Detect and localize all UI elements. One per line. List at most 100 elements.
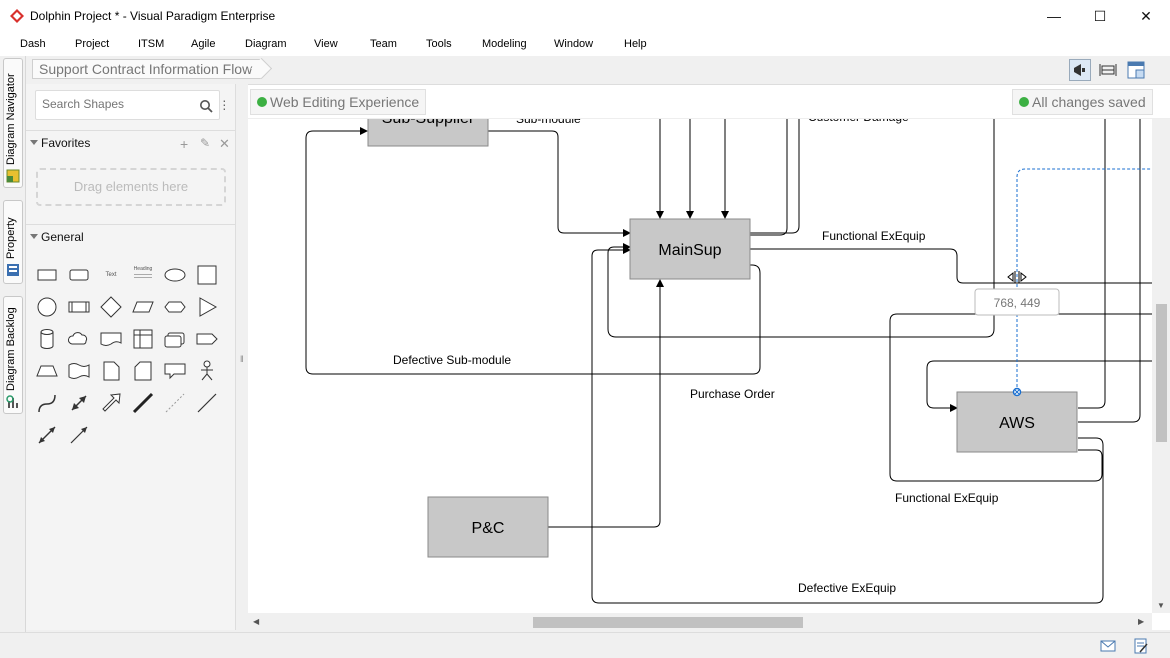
add-favorite-icon[interactable]: + xyxy=(180,136,189,152)
label-purchase-order: Purchase Order xyxy=(690,387,775,401)
rectangle-shape-icon[interactable] xyxy=(34,262,60,288)
chevron-shape-icon[interactable] xyxy=(194,326,220,352)
menu-agile[interactable]: Agile xyxy=(191,38,216,50)
menu-team[interactable]: Team xyxy=(370,38,397,50)
card-shape-icon[interactable] xyxy=(130,358,156,384)
connector-defective-exequip[interactable] xyxy=(591,246,1104,604)
diagram-drawing[interactable]: Sub-Supplier MainSup AWS P&C Sub-module … xyxy=(248,85,1152,613)
table-shape-icon[interactable] xyxy=(130,326,156,352)
menu-project[interactable]: Project xyxy=(75,38,110,50)
vertical-scroll-thumb[interactable] xyxy=(1156,304,1167,442)
ellipse-shape-icon[interactable] xyxy=(162,262,188,288)
connector-aws-up-1[interactable] xyxy=(1078,101,1106,409)
minimize-button[interactable]: — xyxy=(1034,4,1074,28)
menu-window[interactable]: Window xyxy=(554,38,594,50)
text-shape-icon[interactable]: Text xyxy=(98,262,124,288)
curve-connector-icon[interactable] xyxy=(34,390,60,416)
heading-shape-icon[interactable]: Heading xyxy=(130,262,156,288)
side-tab-strip: Diagram Navigator Property Diagram Backl… xyxy=(0,56,26,632)
connector-into-aws[interactable] xyxy=(926,360,1152,412)
panel-splitter[interactable]: ‖ xyxy=(236,84,248,630)
layout-button[interactable] xyxy=(1125,59,1147,81)
diagram-canvas[interactable]: Sub-Supplier MainSup AWS P&C Sub-module … xyxy=(248,84,1170,631)
label-functional-top: Functional ExEquip xyxy=(822,229,926,243)
note-edit-icon[interactable] xyxy=(1133,638,1149,654)
connector-up-2[interactable] xyxy=(750,101,800,234)
horizontal-scrollbar[interactable]: ◀ ▶ xyxy=(248,613,1152,631)
connector-defective-sub-module[interactable] xyxy=(305,127,761,375)
selected-connector-dashed[interactable] xyxy=(1016,168,1152,392)
connector-functional-top[interactable] xyxy=(750,248,1152,284)
menu-itsm[interactable]: ITSM xyxy=(138,38,165,50)
breadcrumb[interactable]: Support Contract Information Flow xyxy=(32,59,262,79)
node-mainsup[interactable] xyxy=(629,218,751,280)
menu-modeling[interactable]: Modeling xyxy=(482,38,527,50)
edit-pencil-icon[interactable]: ✎ xyxy=(200,136,211,150)
tab-diagram-backlog[interactable]: Diagram Backlog xyxy=(3,296,23,414)
property-icon xyxy=(7,264,19,276)
multi-document-shape-icon[interactable] xyxy=(162,326,188,352)
bidirectional-arrow-icon[interactable] xyxy=(34,422,60,448)
arrow-line-icon[interactable] xyxy=(66,422,92,448)
maximize-button[interactable]: ☐ xyxy=(1080,4,1120,28)
cylinder-shape-icon[interactable] xyxy=(34,326,60,352)
connector-functional-bottom[interactable] xyxy=(889,313,1152,482)
hexagon-shape-icon[interactable] xyxy=(162,294,188,320)
wave-shape-icon[interactable] xyxy=(66,358,92,384)
note-shape-icon[interactable] xyxy=(98,358,124,384)
menu-tools[interactable]: Tools xyxy=(426,38,452,50)
connector-up-1[interactable] xyxy=(750,101,788,236)
favorites-header[interactable]: Favorites xyxy=(26,130,236,154)
tab-diagram-navigator[interactable]: Diagram Navigator xyxy=(3,58,23,188)
minimize-icon: — xyxy=(1047,8,1061,24)
menu-help[interactable]: Help xyxy=(624,38,647,50)
favorites-drop-zone[interactable]: Drag elements here xyxy=(36,168,226,206)
parallelogram-shape-icon[interactable] xyxy=(130,294,156,320)
connector-return-loop[interactable] xyxy=(607,101,995,338)
close-button[interactable]: ✕ xyxy=(1126,4,1166,28)
menu-diagram[interactable]: Diagram xyxy=(245,38,287,50)
horizontal-scroll-thumb[interactable] xyxy=(533,617,803,628)
cloud-shape-icon[interactable] xyxy=(66,326,92,352)
close-icon: ✕ xyxy=(1140,7,1152,24)
node-aws[interactable] xyxy=(956,391,1078,453)
search-shapes-input[interactable] xyxy=(42,97,192,111)
menu-view[interactable]: View xyxy=(314,38,338,50)
line-icon[interactable] xyxy=(194,390,220,416)
drag-hint-text: Drag elements here xyxy=(73,179,189,194)
announcement-button[interactable] xyxy=(1069,59,1091,81)
document-shape-icon[interactable] xyxy=(98,326,124,352)
web-editing-badge[interactable]: Web Editing Experience xyxy=(250,89,427,115)
actor-shape-icon[interactable] xyxy=(194,358,220,384)
menu-bar: Dash Project ITSM Agile Diagram View Tea… xyxy=(0,32,1170,56)
square-shape-icon[interactable] xyxy=(194,262,220,288)
thick-line-icon[interactable] xyxy=(130,390,156,416)
search-icon[interactable] xyxy=(199,99,213,113)
block-arrow-icon[interactable] xyxy=(98,390,124,416)
search-shapes-box xyxy=(35,90,220,120)
dashed-line-icon[interactable] xyxy=(162,390,188,416)
process-shape-icon[interactable] xyxy=(66,294,92,320)
node-pc[interactable] xyxy=(427,496,549,558)
callout-shape-icon[interactable] xyxy=(162,358,188,384)
menu-dash[interactable]: Dash xyxy=(20,38,46,50)
connector-aws-up-2[interactable] xyxy=(1078,101,1141,423)
scroll-left-icon[interactable]: ◀ xyxy=(253,617,260,626)
double-arrow-icon[interactable] xyxy=(66,390,92,416)
connector-sub-module[interactable] xyxy=(488,130,631,237)
tab-property[interactable]: Property xyxy=(3,200,23,284)
scroll-down-icon[interactable]: ▼ xyxy=(1157,601,1165,610)
fit-to-window-button[interactable] xyxy=(1097,59,1119,81)
circle-shape-icon[interactable] xyxy=(34,294,60,320)
diamond-shape-icon[interactable] xyxy=(98,294,124,320)
trapezoid-shape-icon[interactable] xyxy=(34,358,60,384)
connector-purchase-order[interactable] xyxy=(548,279,664,528)
rounded-rectangle-shape-icon[interactable] xyxy=(66,262,92,288)
mail-icon[interactable] xyxy=(1100,638,1116,654)
general-header[interactable]: General xyxy=(26,224,236,248)
triangle-shape-icon[interactable] xyxy=(194,294,220,320)
remove-favorite-icon[interactable]: ✕ xyxy=(219,136,230,151)
vertical-scrollbar[interactable]: ▼ xyxy=(1152,119,1170,613)
more-options-icon[interactable]: ··· xyxy=(222,92,227,116)
scroll-right-icon[interactable]: ▶ xyxy=(1138,617,1145,626)
